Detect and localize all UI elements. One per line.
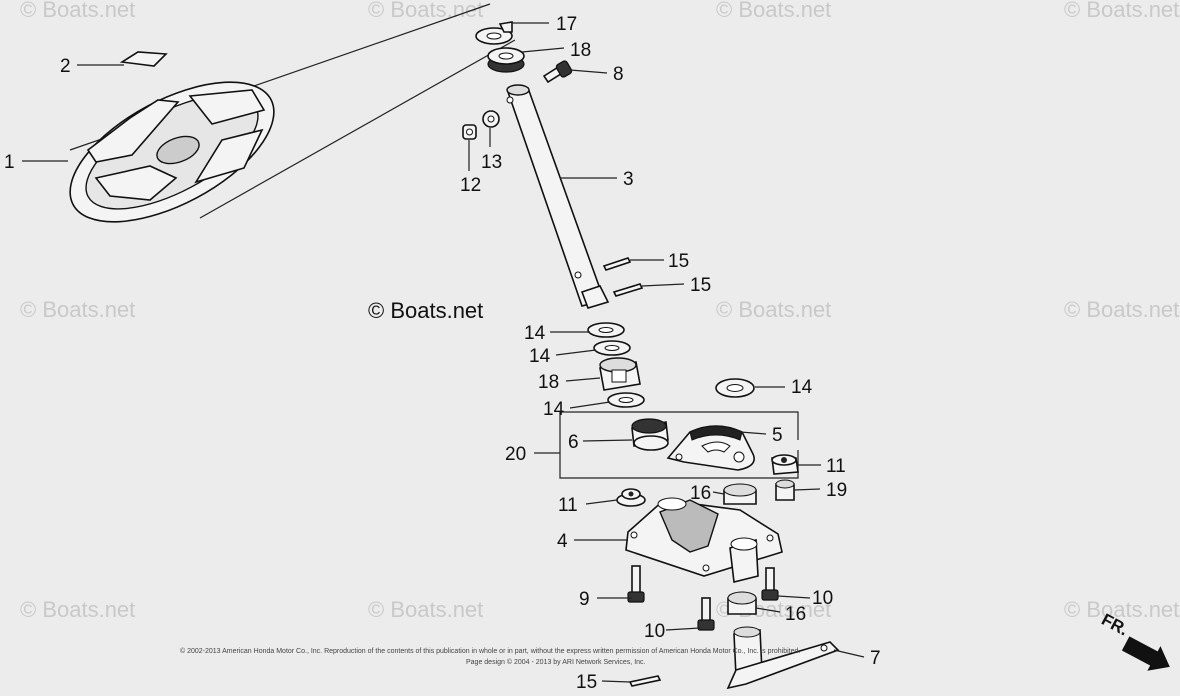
bolt-10	[697, 597, 715, 631]
callout-18: 18	[570, 40, 591, 61]
kit-20-bracket	[559, 411, 799, 479]
nut-11-right	[771, 454, 799, 475]
callout-14: 14	[524, 323, 546, 344]
washer-14	[715, 378, 755, 398]
callout-18: 18	[538, 372, 559, 393]
callout-16: 16	[690, 483, 711, 504]
callout-15: 15	[576, 672, 597, 693]
callout-17: 17	[556, 14, 577, 35]
callout-1: 1	[4, 152, 15, 173]
callout-11: 11	[558, 495, 578, 516]
callout-8: 8	[613, 64, 624, 85]
sector-gear-5	[666, 425, 755, 471]
steering-wheel	[69, 81, 275, 223]
watermark: © Boats.net	[368, 597, 483, 622]
bolt-8	[542, 60, 573, 84]
nut-12	[462, 124, 477, 140]
watermark: © Boats.net	[368, 0, 483, 22]
watermark: © Boats.net	[20, 0, 135, 22]
nut-11-left	[616, 488, 646, 507]
callout-12: 12	[460, 175, 481, 196]
pin-15	[612, 283, 644, 297]
bushing-16-upper	[723, 483, 757, 505]
watermark: © Boats.net	[716, 297, 831, 322]
callout-10: 10	[812, 588, 833, 609]
bracket-plate-4	[625, 497, 783, 583]
bolt-10	[761, 567, 779, 601]
callout-5: 5	[772, 425, 783, 446]
callout-14: 14	[529, 346, 551, 367]
washer-14	[587, 322, 625, 338]
callout-15: 15	[668, 251, 689, 272]
watermark: © Boats.net	[20, 597, 135, 622]
bushing-16-lower	[727, 591, 757, 615]
callout-14: 14	[543, 399, 565, 420]
watermark: © Boats.net	[716, 0, 831, 22]
callout-4: 4	[557, 531, 568, 552]
callout-labels: 1 2 17 18 8 12 13 3 15 15 14 14 18 14 14…	[4, 14, 881, 693]
callout-6: 6	[568, 432, 579, 453]
copyright-line: Page design © 2004 - 2013 by ARI Network…	[466, 658, 646, 666]
collar-19	[775, 479, 795, 501]
bolt-9	[627, 565, 645, 603]
watermark: © Boats.net	[20, 297, 135, 322]
callout-9: 9	[579, 589, 590, 610]
callout-20: 20	[505, 444, 526, 465]
washer-14	[607, 392, 645, 408]
callout-16: 16	[785, 604, 806, 625]
callout-14: 14	[791, 377, 813, 398]
callout-15: 15	[690, 275, 711, 296]
washer-17	[475, 21, 513, 45]
watermark: © Boats.net	[1064, 0, 1179, 22]
steering-arm-7	[726, 626, 840, 690]
pin-15	[602, 257, 632, 271]
watermark: © Boats.net	[1064, 297, 1179, 322]
copyright-line: © 2002-2013 American Honda Motor Co., In…	[180, 647, 800, 655]
callout-7: 7	[870, 648, 881, 669]
callout-10: 10	[644, 621, 665, 642]
callout-13: 13	[481, 152, 502, 173]
callout-11: 11	[826, 456, 846, 477]
nut-18-upper	[487, 47, 525, 73]
pinion-gear-6	[631, 418, 669, 451]
washer-14	[593, 340, 631, 356]
brand-label: © Boats.net	[368, 298, 483, 323]
front-arrow-icon	[1121, 636, 1170, 671]
center-cap	[119, 51, 168, 67]
leader-lines	[22, 22, 865, 683]
callout-19: 19	[826, 480, 847, 501]
callout-2: 2	[60, 56, 71, 77]
steering-shaft	[506, 84, 610, 309]
washer-13	[482, 110, 500, 128]
watermark: © Boats.net	[1064, 597, 1179, 622]
pin-15	[628, 675, 662, 687]
bushing-18-lower	[599, 357, 641, 391]
callout-3: 3	[623, 169, 634, 190]
